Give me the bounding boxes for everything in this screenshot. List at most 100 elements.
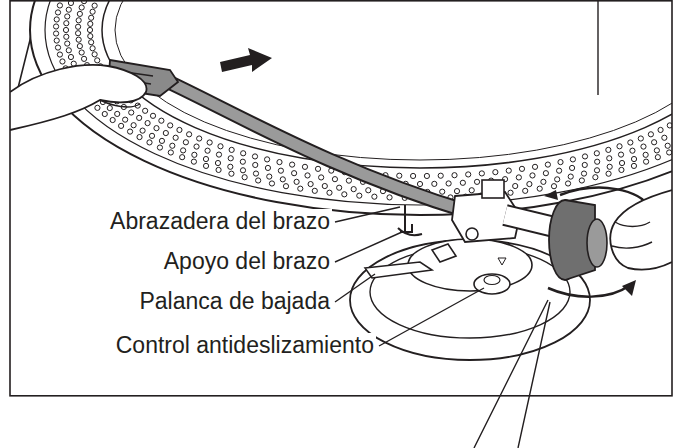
strobe-dot bbox=[92, 52, 97, 57]
strobe-dot bbox=[302, 164, 307, 169]
strobe-dot bbox=[460, 180, 465, 185]
strobe-dot bbox=[648, 132, 653, 137]
strobe-dot bbox=[54, 38, 59, 43]
strobe-dot bbox=[216, 152, 221, 157]
strobe-dot bbox=[432, 181, 437, 186]
strobe-dot bbox=[90, 9, 95, 14]
strobe-dot bbox=[89, 40, 94, 45]
strobe-dot bbox=[332, 177, 337, 182]
strobe-dot bbox=[215, 160, 220, 165]
strobe-dot bbox=[229, 171, 234, 176]
strobe-dot bbox=[593, 175, 598, 180]
strobe-dot bbox=[479, 171, 484, 176]
strobe-dot bbox=[292, 171, 297, 176]
strobe-dot bbox=[159, 138, 164, 143]
strobe-dot bbox=[643, 159, 648, 164]
strobe-dot bbox=[75, 24, 80, 29]
strobe-dot bbox=[410, 173, 415, 178]
strobe-dot bbox=[493, 170, 498, 175]
strobe-dot bbox=[64, 21, 69, 26]
strobe-dot bbox=[68, 54, 73, 59]
leader-line bbox=[379, 288, 484, 346]
strobe-dot bbox=[351, 187, 356, 192]
leader-line bbox=[335, 207, 400, 222]
strobe-dot bbox=[569, 165, 574, 170]
strobe-dot bbox=[342, 192, 347, 197]
strobe-dot bbox=[205, 148, 210, 153]
strobe-dot bbox=[102, 111, 107, 116]
strobe-dot bbox=[77, 43, 82, 48]
strobe-dot bbox=[558, 160, 563, 165]
strobe-dot bbox=[241, 151, 246, 156]
strobe-dot bbox=[55, 10, 60, 15]
strobe-dot bbox=[137, 115, 142, 120]
strobe-dot bbox=[123, 117, 128, 122]
strobe-dot bbox=[290, 162, 295, 167]
strobe-dot bbox=[65, 41, 70, 46]
strobe-dot bbox=[543, 171, 548, 176]
strobe-dot bbox=[454, 189, 459, 194]
strobe-dot bbox=[607, 156, 612, 161]
strobe-dot bbox=[180, 155, 185, 160]
strobe-dot bbox=[631, 163, 636, 168]
strobe-dot bbox=[366, 188, 371, 193]
strobe-dot bbox=[387, 195, 392, 200]
strobe-dot bbox=[119, 123, 124, 128]
strobe-dot bbox=[110, 117, 115, 122]
strobe-dot bbox=[177, 127, 182, 132]
strobe-dot bbox=[424, 173, 429, 178]
strobe-dot bbox=[607, 164, 612, 169]
strobe-dot bbox=[654, 148, 659, 153]
strobe-dot bbox=[617, 144, 622, 149]
strobe-dot bbox=[115, 111, 120, 116]
strobe-dot bbox=[79, 5, 84, 10]
strobe-dot bbox=[127, 129, 132, 134]
strobe-dot bbox=[641, 144, 646, 149]
strobe-dot bbox=[143, 108, 148, 113]
strobe-dot bbox=[557, 168, 562, 173]
strobe-dot bbox=[294, 179, 299, 184]
strobe-dot bbox=[57, 52, 62, 57]
strobe-dot bbox=[66, 48, 71, 53]
strobe-dot bbox=[643, 152, 648, 157]
strobe-dot bbox=[92, 3, 97, 8]
strobe-dot bbox=[537, 186, 542, 191]
strobe-dot bbox=[283, 184, 288, 189]
strobe-dot bbox=[159, 118, 164, 123]
strobe-dot bbox=[579, 178, 584, 183]
strobe-dot bbox=[228, 156, 233, 161]
strobe-dot bbox=[216, 167, 221, 172]
strobe-dot bbox=[581, 171, 586, 176]
strobe-dot bbox=[417, 181, 422, 186]
strobe-dot bbox=[606, 147, 611, 152]
strobe-dot bbox=[168, 123, 173, 128]
strobe-dot bbox=[150, 113, 155, 118]
strobe-dot bbox=[357, 193, 362, 198]
strobe-dot bbox=[322, 183, 327, 188]
strobe-dot bbox=[170, 143, 175, 148]
strobe-dot bbox=[55, 45, 60, 50]
part-label: Control antideslizamiento bbox=[114, 333, 376, 358]
strobe-dot bbox=[229, 147, 234, 152]
strobe-dot bbox=[157, 145, 162, 150]
strobe-dot bbox=[631, 156, 636, 161]
strobe-dot bbox=[327, 190, 332, 195]
strobe-dot bbox=[129, 110, 134, 115]
strobe-dot bbox=[312, 188, 317, 193]
strobe-dot bbox=[516, 175, 521, 180]
strobe-dot bbox=[252, 154, 257, 159]
strobe-dot bbox=[203, 156, 208, 161]
strobe-dot bbox=[240, 168, 245, 173]
strobe-dot bbox=[76, 37, 81, 42]
strobe-dot bbox=[346, 178, 351, 183]
strobe-dot bbox=[337, 185, 342, 190]
strobe-dot bbox=[438, 173, 443, 178]
strobe-dot bbox=[440, 189, 445, 194]
strobe-dot bbox=[606, 171, 611, 176]
strobe-dot bbox=[191, 159, 196, 164]
strobe-dot bbox=[594, 168, 599, 173]
strobe-dot bbox=[81, 56, 86, 61]
strobe-dot bbox=[619, 167, 624, 172]
strobe-dot bbox=[256, 178, 261, 183]
